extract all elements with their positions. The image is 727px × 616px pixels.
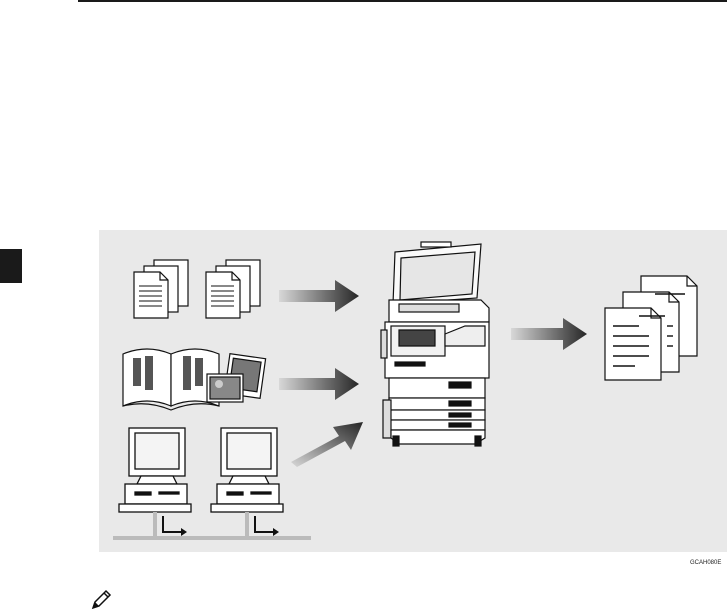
output-copies-icon: [605, 276, 697, 380]
flow-arrow: [511, 318, 587, 350]
pencil-note-icon: [90, 588, 112, 611]
header-rule: [78, 0, 727, 2]
chapter-tab: [0, 249, 22, 283]
open-book-icon: [123, 349, 219, 410]
copier-machine-icon: [381, 242, 489, 446]
document-stack-icon: [206, 260, 260, 318]
data-flow-arrow-icon: [163, 516, 279, 536]
computer-icon: [211, 428, 283, 538]
network-line: [113, 536, 311, 540]
figure-code: GCAH080E: [690, 558, 721, 568]
document-stack-icon: [134, 260, 188, 318]
flow-arrow: [291, 422, 363, 467]
flow-arrow: [279, 368, 359, 400]
flow-arrow: [279, 280, 359, 312]
computer-icon: [119, 428, 191, 538]
workflow-figure: [99, 230, 727, 552]
